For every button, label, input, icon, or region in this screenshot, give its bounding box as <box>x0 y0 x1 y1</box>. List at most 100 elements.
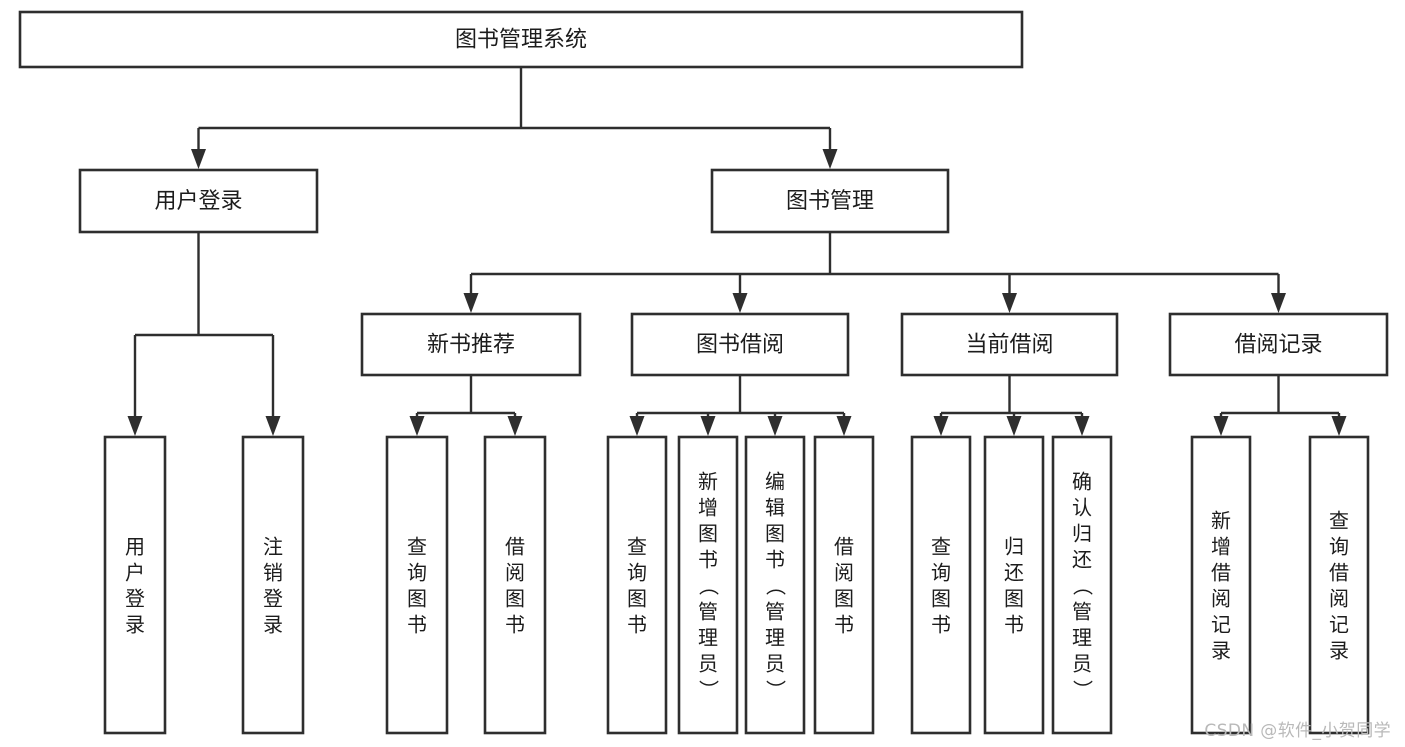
node-root[interactable]: 图书管理系统 <box>18 10 1024 69</box>
node-label-char: 理 <box>698 625 718 649</box>
node-box-leaf-add-book-admin <box>677 435 739 735</box>
node-label-char: 借 <box>1211 560 1231 584</box>
node-label-char: 询 <box>407 560 427 584</box>
node-label-char: 图 <box>407 586 427 610</box>
node-user-login[interactable]: 用户登录 <box>78 168 319 234</box>
node-label-char: 书 <box>834 612 854 636</box>
node-label-char: 阅 <box>505 560 525 584</box>
node-label-char: 辑 <box>765 495 785 519</box>
node-label-char: 录 <box>1211 638 1231 662</box>
node-box-leaf-query-book-cur <box>910 435 972 735</box>
node-box-leaf-query-book-rec <box>385 435 449 735</box>
node-label-char: 书 <box>765 547 785 571</box>
node-current-borrow[interactable]: 当前借阅 <box>900 312 1119 377</box>
node-label-root: 图书管理系统 <box>455 28 587 53</box>
node-label-char: 查 <box>407 534 427 558</box>
watermark-text: CSDN @软件_小贺同学 <box>1204 721 1391 741</box>
node-box-leaf-user-login <box>103 435 167 735</box>
node-label-char: 确 <box>1072 469 1092 493</box>
node-box-borrow-record <box>1168 312 1389 377</box>
node-label-char: 增 <box>698 495 718 519</box>
node-box-current-borrow <box>900 312 1119 377</box>
node-label-char: 书 <box>505 612 525 636</box>
node-box-leaf-query-book-borrow <box>606 435 668 735</box>
node-label-char: 图 <box>834 586 854 610</box>
node-label-char: 管 <box>1072 599 1092 623</box>
node-label-char: 编 <box>765 469 785 493</box>
node-label-char: ） <box>763 680 787 700</box>
node-label-char: 记 <box>1329 612 1349 636</box>
node-label-char: 注 <box>263 534 283 558</box>
node-label-char: 新 <box>1211 508 1231 532</box>
node-label-char: 询 <box>627 560 647 584</box>
node-label-char: ） <box>696 680 720 700</box>
node-label-char: 登 <box>125 586 145 610</box>
node-label-char: 借 <box>505 534 525 558</box>
node-label-char: 阅 <box>834 560 854 584</box>
node-label-char: 员 <box>765 651 785 675</box>
node-label-char: 查 <box>627 534 647 558</box>
node-new-book-recommend[interactable]: 新书推荐 <box>360 312 582 377</box>
node-label-char: 书 <box>698 547 718 571</box>
node-label-char: 借 <box>834 534 854 558</box>
node-label-char: 员 <box>698 651 718 675</box>
node-label-current-borrow: 当前借阅 <box>965 333 1053 358</box>
node-box-book-borrow <box>630 312 850 377</box>
node-label-char: 书 <box>407 612 427 636</box>
node-label-char: 图 <box>627 586 647 610</box>
node-label-char: 图 <box>765 521 785 545</box>
node-book-manage[interactable]: 图书管理 <box>710 168 950 234</box>
node-label-char: 还 <box>1072 547 1092 571</box>
node-label-char: 销 <box>263 560 283 584</box>
node-label-char: 新 <box>698 469 718 493</box>
node-box-leaf-user-logout <box>241 435 305 735</box>
node-label-char: 管 <box>765 599 785 623</box>
node-label-char: 归 <box>1004 534 1024 558</box>
node-label-char: 查 <box>931 534 951 558</box>
node-box-leaf-edit-book-admin <box>744 435 806 735</box>
node-label-char: 书 <box>627 612 647 636</box>
node-box-new-book-recommend <box>360 312 582 377</box>
node-label-char: （ <box>696 576 720 596</box>
node-label-char: 理 <box>1072 625 1092 649</box>
node-leaf-user-login[interactable]: 用户登录 <box>103 435 167 735</box>
node-layer: 图书管理系统用户登录图书管理新书推荐图书借阅当前借阅借阅记录用户登录注销登录查询… <box>18 10 1389 735</box>
node-borrow-record[interactable]: 借阅记录 <box>1168 312 1389 377</box>
node-book-borrow[interactable]: 图书借阅 <box>630 312 850 377</box>
node-box-leaf-borrow-book <box>813 435 875 735</box>
node-label-char: 借 <box>1329 560 1349 584</box>
node-label-char: 管 <box>698 599 718 623</box>
node-label-char: （ <box>763 576 787 596</box>
node-label-char: 归 <box>1072 521 1092 545</box>
node-label-borrow-record: 借阅记录 <box>1234 333 1322 358</box>
node-box-leaf-query-borrow-record <box>1308 435 1370 735</box>
node-box-root <box>18 10 1024 69</box>
node-label-book-manage: 图书管理 <box>786 189 874 214</box>
node-box-leaf-return-book <box>983 435 1045 735</box>
node-label-char: 书 <box>931 612 951 636</box>
node-label-book-borrow: 图书借阅 <box>696 333 784 358</box>
node-label-char: 录 <box>125 612 145 636</box>
node-label-char: 阅 <box>1329 586 1349 610</box>
node-label-char: （ <box>1070 576 1094 596</box>
node-label-char: 询 <box>1329 534 1349 558</box>
node-label-char: 录 <box>1329 638 1349 662</box>
node-label-new-book-recommend: 新书推荐 <box>427 333 515 358</box>
node-box-user-login <box>78 168 319 234</box>
node-label-char: 记 <box>1211 612 1231 636</box>
node-label-char: 图 <box>505 586 525 610</box>
